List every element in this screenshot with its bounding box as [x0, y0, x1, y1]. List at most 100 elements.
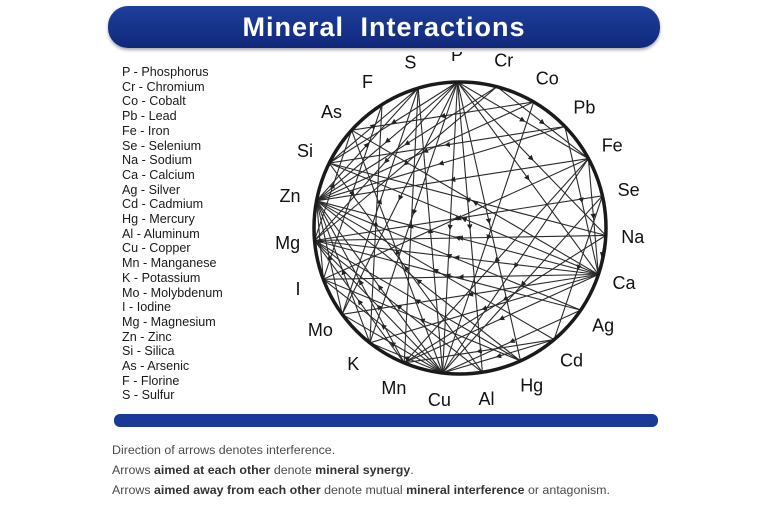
node-label: K — [347, 354, 359, 374]
interaction-line — [457, 81, 607, 236]
footer-divider-bar — [114, 414, 658, 427]
interaction-line — [351, 101, 534, 131]
interaction-line — [457, 81, 589, 160]
interaction-line — [442, 158, 589, 374]
interaction-line — [369, 81, 459, 343]
title-banner: Mineral Interactions — [108, 6, 660, 48]
node-label: Cr — [494, 52, 513, 71]
legend-item: Mo - Molybdenum — [122, 285, 223, 300]
interaction-line — [403, 273, 599, 364]
interaction-line — [328, 162, 599, 276]
node-label: Cd — [560, 350, 583, 370]
legend-item: Fe - Iron — [122, 123, 170, 138]
legend-item: Cr - Chromium — [122, 79, 205, 94]
interaction-line — [329, 162, 606, 236]
interaction-line — [316, 200, 343, 315]
node-label: Mn — [381, 378, 406, 398]
interaction-line — [316, 200, 599, 276]
node-label: Se — [618, 180, 640, 200]
interaction-line — [316, 101, 534, 202]
interaction-line — [314, 240, 443, 374]
node-label: As — [321, 102, 342, 122]
legend-item: K - Potassium — [122, 270, 201, 285]
node-label: Pb — [573, 98, 595, 118]
caption-block: Direction of arrows denotes interference… — [112, 440, 610, 500]
interaction-line — [351, 130, 444, 374]
node-label: Mg — [275, 233, 300, 253]
interaction-line — [316, 86, 498, 202]
interaction-line — [369, 342, 443, 374]
interaction-line — [314, 240, 483, 373]
caption-emphasis: mineral synergy — [315, 463, 411, 477]
interaction-line — [316, 200, 444, 374]
legend-item: Se - Selenium — [122, 138, 202, 153]
node-label: Fe — [602, 136, 623, 156]
legend-item: Cu - Copper — [122, 241, 191, 256]
interaction-line — [328, 162, 483, 373]
legend-item: F - Florine — [122, 373, 180, 388]
interaction-line — [323, 273, 599, 280]
interaction-line — [314, 240, 521, 362]
interaction-line — [316, 87, 419, 202]
legend-item: Na - Sodium — [122, 153, 192, 168]
interaction-line — [322, 104, 383, 280]
interaction-line — [316, 81, 458, 202]
node-label: S — [404, 52, 416, 72]
interaction-line — [403, 158, 589, 364]
interaction-line — [316, 125, 566, 202]
interaction-line — [564, 126, 599, 275]
interaction-line — [457, 81, 599, 275]
legend-item: S - Sulfur — [122, 388, 175, 403]
interaction-line — [313, 130, 353, 241]
interaction-line — [456, 81, 483, 373]
interaction-line — [442, 339, 555, 374]
interaction-line — [316, 200, 581, 311]
interaction-line — [496, 86, 589, 160]
caption-text: . — [410, 463, 414, 477]
caption-emphasis: mineral interference — [406, 483, 525, 497]
interaction-line — [328, 87, 419, 164]
caption-emphasis: aimed away from each other — [154, 483, 321, 497]
caption-text: Arrows — [112, 483, 154, 497]
interaction-line — [316, 200, 405, 364]
caption-line: Direction of arrows denotes interference… — [112, 440, 610, 460]
interaction-line — [351, 129, 599, 275]
interaction-line — [329, 125, 565, 164]
interaction-line — [403, 88, 419, 363]
legend-item: I - Iodine — [122, 300, 172, 315]
interaction-line — [341, 87, 419, 315]
interaction-line — [403, 234, 607, 364]
legend-item: Hg - Mercury — [122, 212, 195, 227]
node-label: Ca — [612, 273, 636, 293]
legend-item: As - Arsenic — [122, 359, 190, 374]
node-label: Na — [621, 227, 645, 247]
node-label: Si — [297, 141, 313, 161]
interaction-line — [316, 158, 589, 202]
interaction-line — [314, 239, 599, 276]
interaction-line — [417, 88, 444, 374]
node-label: Zn — [279, 186, 300, 206]
node-label: F — [362, 72, 373, 92]
legend-item: Ca - Calcium — [122, 167, 195, 182]
caption-text: denote — [270, 463, 316, 477]
legend-item: Zn - Zinc — [122, 329, 172, 344]
node-label: P — [451, 52, 463, 65]
interaction-line — [341, 81, 458, 315]
interaction-line — [314, 195, 603, 242]
interaction-line — [322, 278, 443, 374]
legend-item: Mg - Magnesium — [122, 314, 216, 329]
legend-item: Si - Silica — [122, 344, 175, 359]
legend-item: Al - Aluminum — [122, 226, 200, 241]
node-label: Mo — [308, 320, 333, 340]
interaction-line — [442, 309, 581, 374]
interaction-line — [587, 158, 599, 275]
interaction-line — [342, 273, 599, 315]
page-title: Mineral Interactions — [242, 11, 526, 42]
interaction-line — [316, 200, 521, 362]
caption-text: Direction of arrows denotes interference… — [112, 443, 336, 457]
interaction-line — [316, 200, 555, 341]
interaction-line — [316, 200, 371, 343]
node-label: Cu — [428, 390, 451, 408]
node-label: Al — [478, 389, 494, 408]
